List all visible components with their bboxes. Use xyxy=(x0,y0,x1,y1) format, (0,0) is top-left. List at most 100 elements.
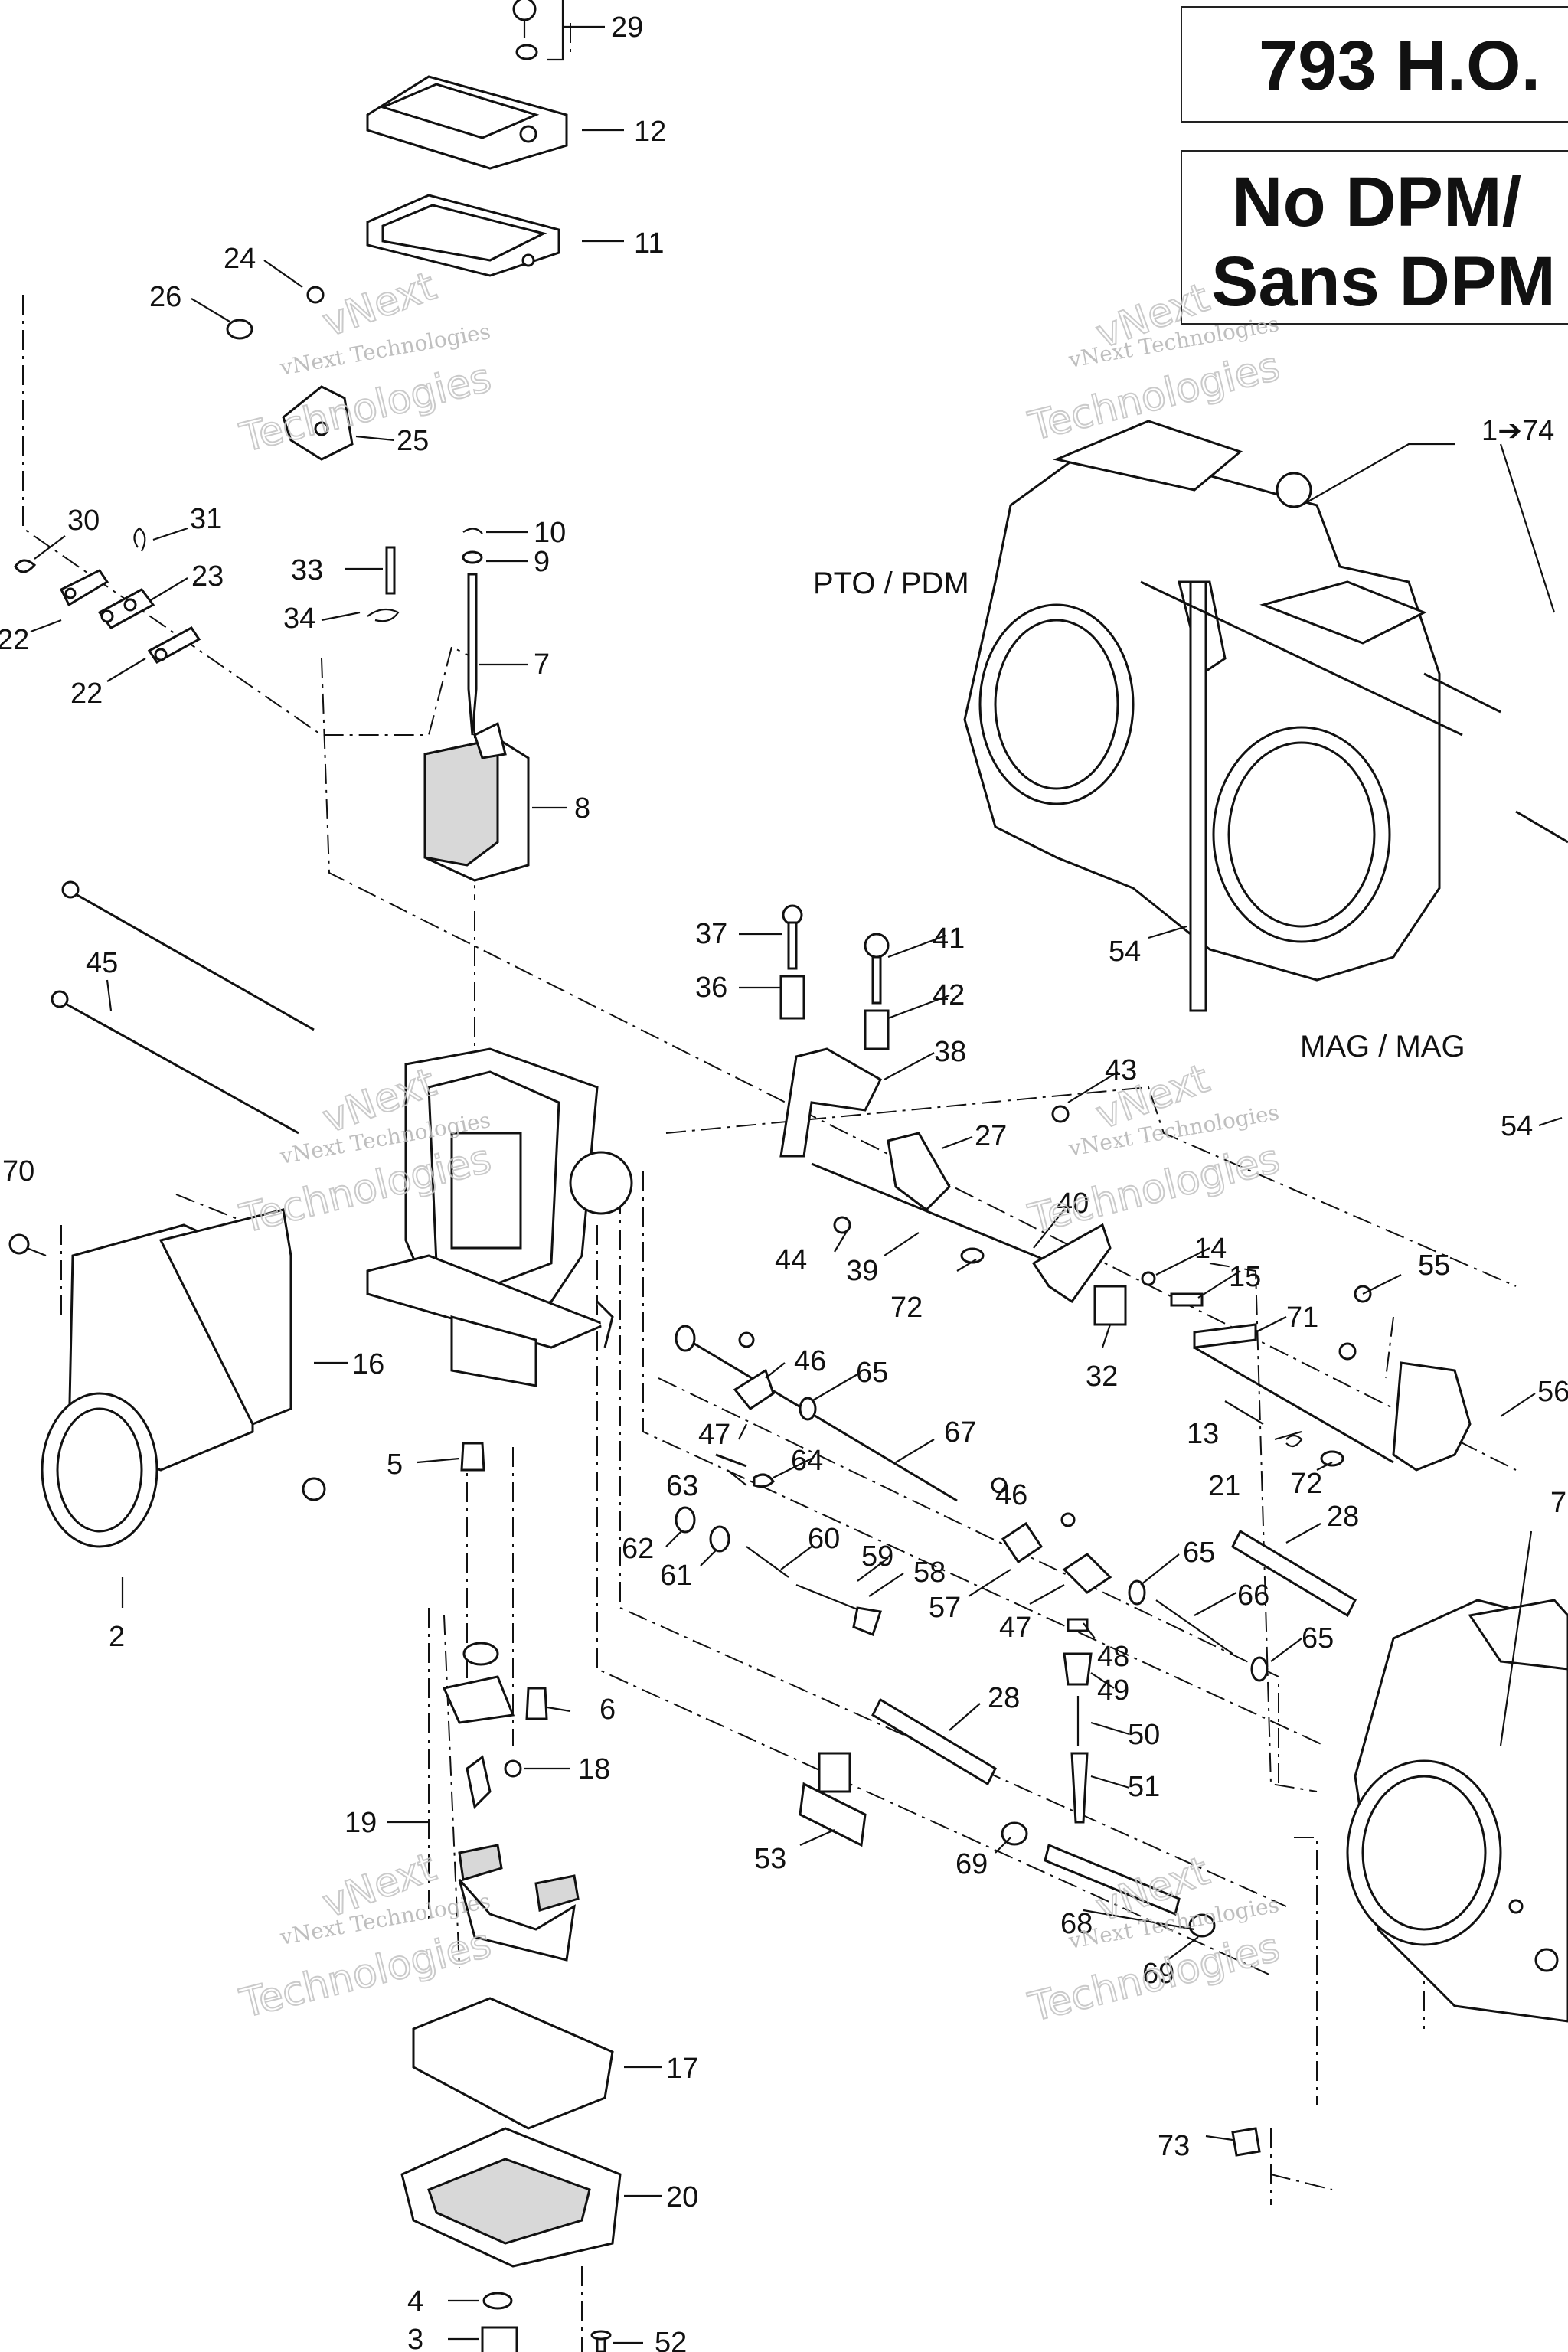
fuel-tubes xyxy=(799,1529,1357,2157)
callout-label: 60 xyxy=(808,1523,840,1555)
callout-label: 62 xyxy=(622,1533,654,1565)
variant-title-line1: No DPM/ xyxy=(1232,163,1522,241)
callout-label: 43 xyxy=(1105,1054,1137,1086)
callout-label: 2 xyxy=(109,1621,125,1653)
watermark-text: Technologies xyxy=(1024,1136,1285,1243)
callout-label: 47 xyxy=(999,1612,1031,1644)
bracket-assembly xyxy=(226,286,354,461)
callout-label: 17 xyxy=(666,2053,698,2085)
callout-label: 18 xyxy=(578,1753,610,1785)
callout-label: 63 xyxy=(666,1470,698,1502)
callout-label: 24 xyxy=(224,243,256,275)
callout-label: 21 xyxy=(1208,1470,1240,1502)
jets xyxy=(460,1442,548,1778)
callout-label: 72 xyxy=(890,1292,923,1324)
callout-label: 28 xyxy=(1327,1501,1359,1533)
callout-label: 50 xyxy=(1128,1719,1160,1751)
callout-label: 69 xyxy=(1142,1958,1174,1990)
callout-label: 22 xyxy=(0,624,29,656)
callout-label: 33 xyxy=(291,554,323,586)
float-assembly xyxy=(442,1642,580,1962)
small-hardware xyxy=(833,1105,1257,1349)
intake-adaptor xyxy=(41,1208,326,1548)
callout-label: 5 xyxy=(387,1449,403,1481)
callout-label: 19 xyxy=(345,1807,377,1839)
callout-label: 14 xyxy=(1194,1233,1227,1265)
choke-shaft xyxy=(675,1325,958,1502)
callout-label: 59 xyxy=(861,1540,893,1573)
callout-label: 48 xyxy=(1097,1641,1129,1673)
callout-label: 66 xyxy=(1237,1579,1269,1612)
callout-label: 34 xyxy=(283,603,315,635)
model-title: 793 H.O. xyxy=(1259,27,1541,105)
callout-label: 16 xyxy=(352,1348,384,1380)
carburetor-body xyxy=(366,1047,633,1387)
callout-label: 20 xyxy=(666,2181,698,2213)
linkage-plates xyxy=(14,527,201,664)
title-box-variant: No DPM/ Sans DPM xyxy=(1181,150,1568,325)
callout-label: 38 xyxy=(934,1036,966,1068)
callout-label: 32 xyxy=(1086,1361,1118,1393)
callout-leaders xyxy=(30,0,1563,2344)
callout-label: 72 xyxy=(1290,1468,1322,1500)
callout-label: 8 xyxy=(574,792,590,825)
callout-label: 6 xyxy=(599,1694,616,1726)
callout-label: 53 xyxy=(754,1843,786,1875)
range-label: 1➔74 xyxy=(1481,415,1554,447)
callout-label: 69 xyxy=(956,1848,988,1880)
screw-52 xyxy=(590,2330,612,2352)
callout-label: 70 xyxy=(2,1155,34,1187)
callout-label: 40 xyxy=(1057,1187,1089,1220)
callout-label: 64 xyxy=(791,1445,823,1477)
callout-label: 31 xyxy=(190,503,222,535)
callout-label: 44 xyxy=(775,1244,807,1276)
callout-label: 42 xyxy=(933,979,965,1011)
callout-label: 54 xyxy=(1109,936,1141,968)
callout-label: 7 xyxy=(534,648,550,681)
callout-label: 7 xyxy=(1550,1487,1566,1519)
cover-screw xyxy=(512,0,538,60)
callout-label: 46 xyxy=(794,1345,826,1377)
throttle-shaft xyxy=(1194,1285,1472,1472)
callout-label: 22 xyxy=(70,678,103,710)
callout-label: 71 xyxy=(1286,1302,1318,1334)
callout-label: 4 xyxy=(407,2285,423,2318)
callout-label: 11 xyxy=(634,227,664,260)
callout-label: 15 xyxy=(1229,1261,1261,1293)
callout-label: 55 xyxy=(1418,1250,1450,1282)
watermark-text: Technologies xyxy=(1024,1925,1285,2031)
callout-label: 12 xyxy=(634,116,666,148)
callout-label: 29 xyxy=(611,11,643,44)
callout-label: 41 xyxy=(933,923,965,955)
callout-label: 52 xyxy=(655,2327,687,2352)
callout-label: 61 xyxy=(660,1560,692,1592)
alignment-lines xyxy=(22,23,1517,2352)
callout-label: 56 xyxy=(1537,1376,1568,1408)
callout-label: 47 xyxy=(698,1419,730,1451)
zone-label-mag: MAG / MAG xyxy=(1300,1030,1465,1063)
callout-label: 25 xyxy=(397,425,429,457)
assembled-carburetors xyxy=(963,420,1568,1012)
callout-label: 28 xyxy=(988,1682,1020,1714)
callout-label: 65 xyxy=(1302,1622,1334,1655)
callout-label: 39 xyxy=(846,1255,878,1287)
callout-label: 45 xyxy=(86,947,118,979)
callout-label: 23 xyxy=(191,560,224,593)
watermark-text: Technologies xyxy=(236,355,496,462)
variant-title-line2: Sans DPM xyxy=(1211,243,1556,321)
callout-label: 68 xyxy=(1060,1908,1093,1940)
callout-label: 10 xyxy=(534,517,566,549)
callout-label: 67 xyxy=(944,1416,976,1449)
callout-label: 46 xyxy=(995,1479,1027,1511)
throttle-slide xyxy=(423,721,530,882)
callout-label: 3 xyxy=(407,2324,423,2352)
callout-label: 9 xyxy=(534,546,550,578)
lower-right-carburetor xyxy=(1346,1599,1568,2023)
screw-70 xyxy=(8,1233,47,1257)
callout-label: 27 xyxy=(975,1120,1007,1152)
callout-label: 49 xyxy=(1097,1674,1129,1707)
callout-label: 54 xyxy=(1501,1110,1533,1142)
throttle-lever-parts xyxy=(779,904,1127,1326)
callout-label: 37 xyxy=(695,918,727,950)
